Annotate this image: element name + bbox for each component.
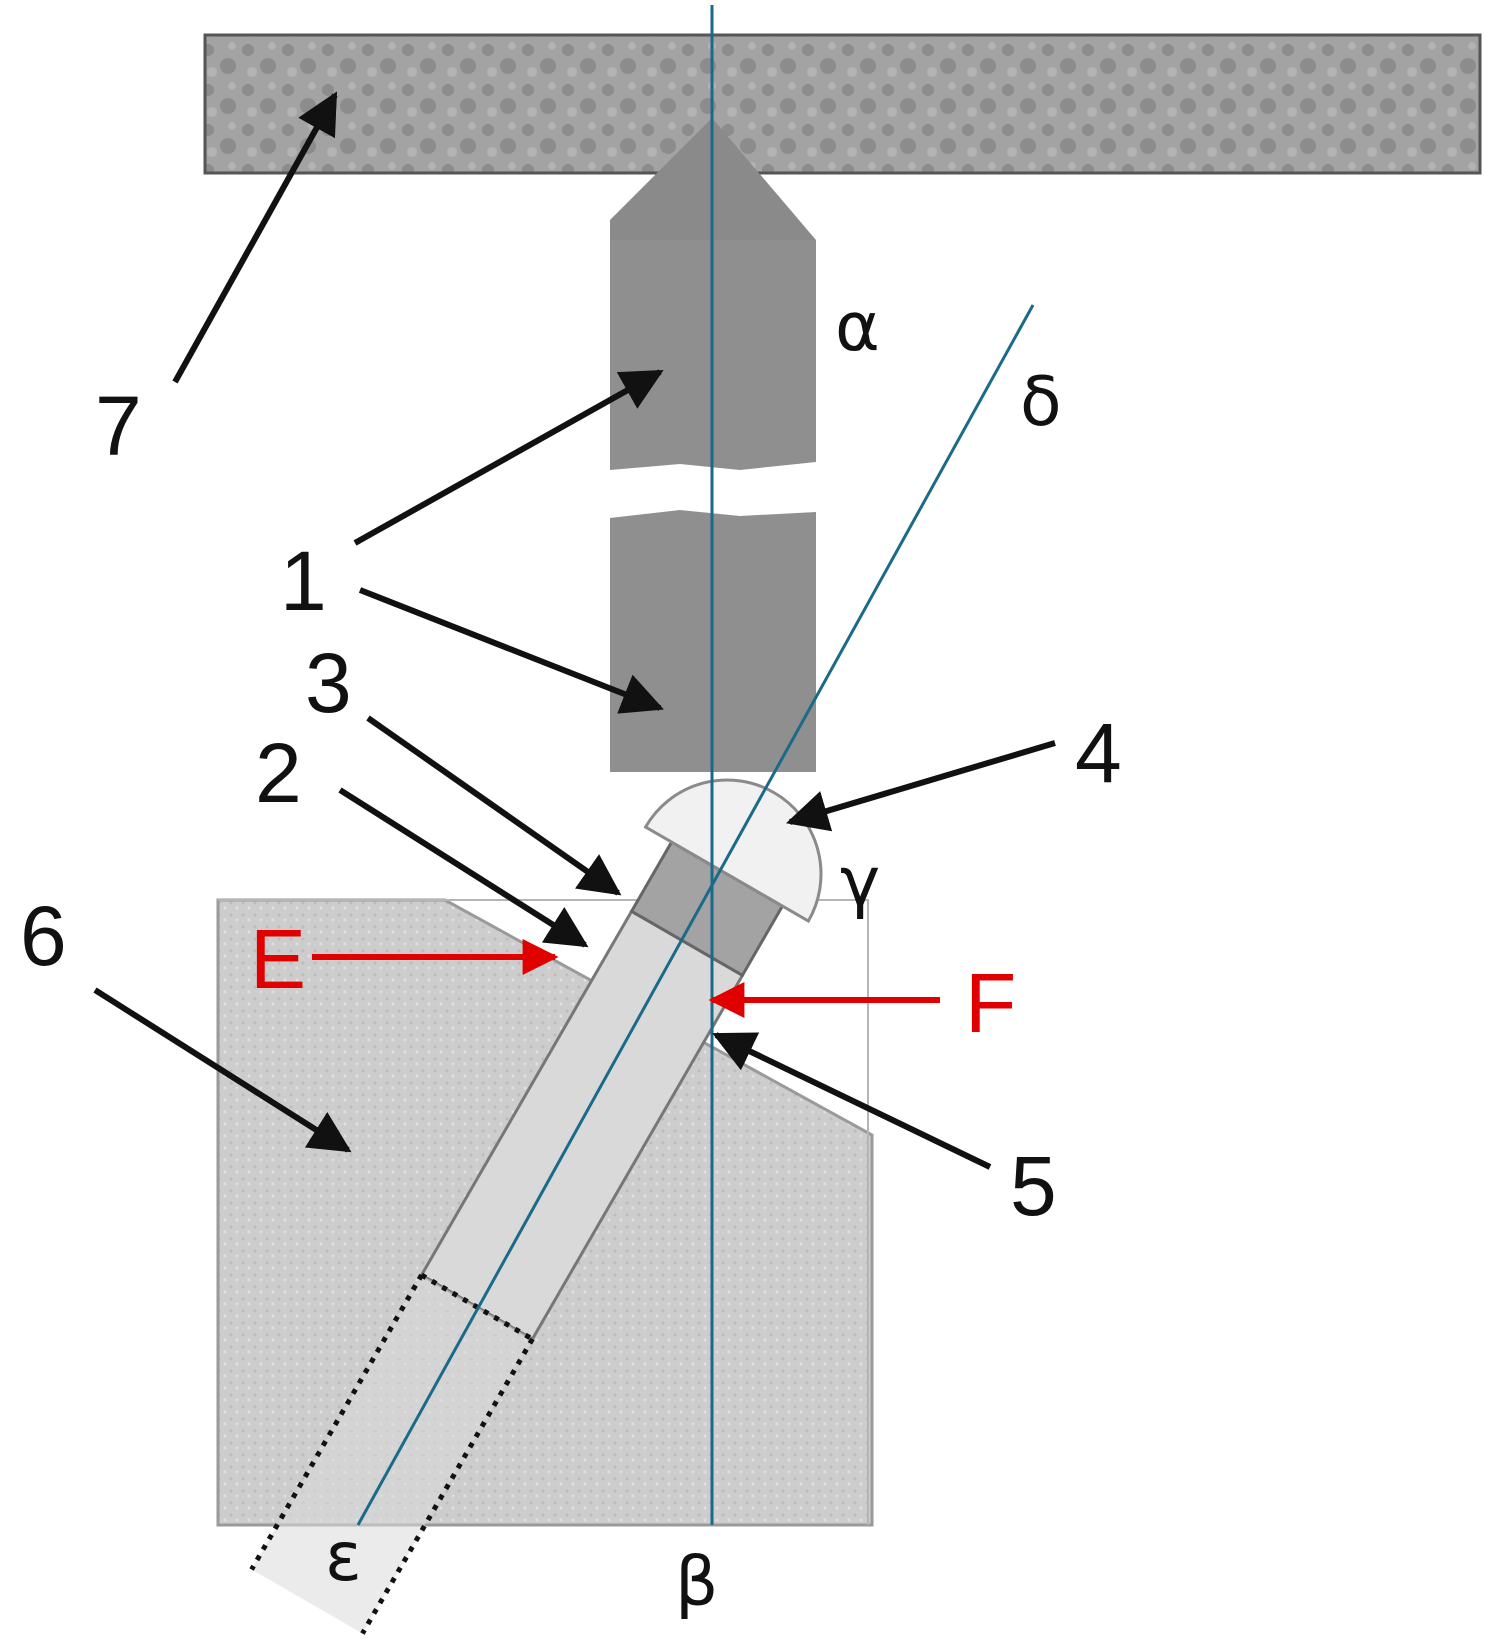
rod-hidden bbox=[251, 1275, 533, 1634]
rod-assembly bbox=[249, 778, 823, 1635]
block-outline bbox=[218, 899, 869, 1525]
label-2: 2 bbox=[255, 726, 302, 820]
label-6: 6 bbox=[20, 889, 67, 983]
arrow-3 bbox=[366, 715, 622, 896]
arrow-1-lower bbox=[358, 587, 664, 714]
label-E: E bbox=[250, 912, 306, 1006]
arrow-7 bbox=[172, 91, 338, 384]
axis-delta-epsilon bbox=[356, 304, 1035, 1526]
arrow-2 bbox=[338, 787, 589, 948]
arrow-6 bbox=[93, 987, 352, 1153]
label-3: 3 bbox=[305, 636, 352, 730]
cap bbox=[643, 778, 823, 924]
label-5: 5 bbox=[1010, 1139, 1057, 1233]
label-F: F bbox=[965, 956, 1016, 1050]
label-7: 7 bbox=[95, 379, 142, 473]
label-delta: δ bbox=[1020, 363, 1062, 442]
label-epsilon: ε bbox=[325, 1518, 362, 1597]
arrow-5 bbox=[712, 1032, 992, 1170]
label-1: 1 bbox=[280, 534, 327, 628]
arrow-1-upper bbox=[353, 369, 664, 546]
label-alpha: α bbox=[835, 288, 880, 367]
top-plate bbox=[203, 33, 1482, 175]
label-beta: β bbox=[675, 1543, 718, 1622]
rod-hidden-edge-right bbox=[360, 1337, 535, 1635]
label-4: 4 bbox=[1075, 706, 1122, 800]
label-gamma: γ bbox=[840, 843, 880, 922]
arrow-4 bbox=[785, 740, 1056, 832]
rod-hidden-edge-left bbox=[249, 1273, 424, 1571]
